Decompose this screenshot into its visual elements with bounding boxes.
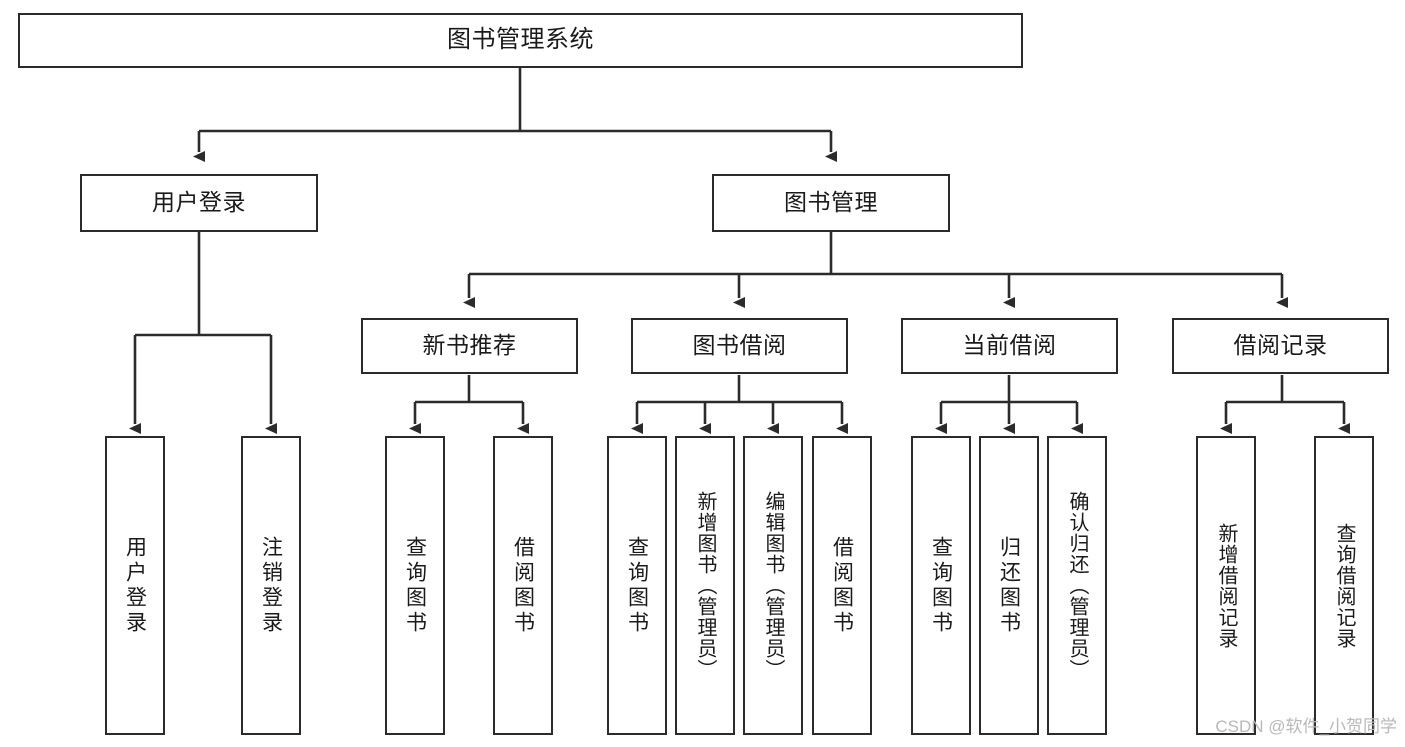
node-label: 借阅图书 (511, 535, 535, 636)
node-label: 用户登录 (152, 189, 246, 216)
node-label: 当前借阅 (962, 332, 1057, 359)
leaf-query-book-current[interactable]: 查询图书 (911, 436, 971, 735)
node-label: 查询图书 (929, 535, 953, 636)
node-user-login[interactable]: 用户登录 (80, 174, 318, 232)
node-label: 新书推荐 (422, 332, 517, 359)
leaf-query-borrow-record[interactable]: 查询借阅记录 (1314, 436, 1374, 735)
node-current-borrow[interactable]: 当前借阅 (901, 318, 1118, 374)
node-label: 新增图书（管理员） (694, 491, 716, 680)
node-book-borrow[interactable]: 图书借阅 (631, 318, 848, 374)
node-borrow-record[interactable]: 借阅记录 (1172, 318, 1389, 374)
leaf-logout-login[interactable]: 注销登录 (241, 436, 301, 735)
node-label: 编辑图书（管理员） (762, 491, 784, 680)
node-label: 图书管理 (784, 189, 878, 216)
node-root-system[interactable]: 图书管理系统 (18, 13, 1023, 68)
leaf-borrow-book-recommend[interactable]: 借阅图书 (493, 436, 553, 735)
node-label: 借阅记录 (1233, 332, 1328, 359)
leaf-return-book[interactable]: 归还图书 (979, 436, 1039, 735)
node-label: 查询借阅记录 (1333, 522, 1355, 649)
node-label: 新增借阅记录 (1215, 522, 1237, 649)
node-label: 查询图书 (625, 535, 649, 636)
node-label: 图书管理系统 (447, 26, 594, 54)
node-label: 归还图书 (997, 535, 1021, 636)
leaf-add-book-admin[interactable]: 新增图书（管理员） (675, 436, 735, 735)
node-label: 注销登录 (259, 535, 283, 636)
leaf-add-borrow-record[interactable]: 新增借阅记录 (1196, 436, 1256, 735)
leaf-query-book-recommend[interactable]: 查询图书 (385, 436, 445, 735)
node-label: 图书借阅 (692, 332, 787, 359)
leaf-user-login[interactable]: 用户登录 (105, 436, 165, 735)
leaf-borrow-book[interactable]: 借阅图书 (812, 436, 872, 735)
node-label: 用户登录 (123, 535, 147, 636)
leaf-confirm-return-admin[interactable]: 确认归还（管理员） (1047, 436, 1107, 735)
node-label: 借阅图书 (830, 535, 854, 636)
node-new-book-recommend[interactable]: 新书推荐 (361, 318, 578, 374)
node-label: 确认归还（管理员） (1066, 491, 1088, 680)
leaf-edit-book-admin[interactable]: 编辑图书（管理员） (743, 436, 803, 735)
leaf-query-book-borrow[interactable]: 查询图书 (607, 436, 667, 735)
node-label: 查询图书 (403, 535, 427, 636)
node-book-manage[interactable]: 图书管理 (712, 174, 950, 232)
